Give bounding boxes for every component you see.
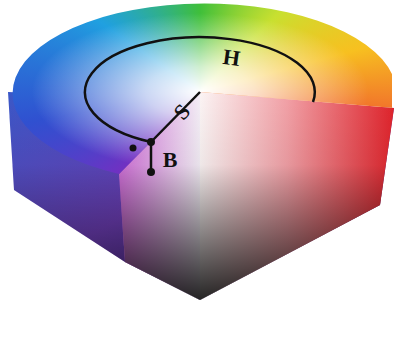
cut-face-right [200,92,394,300]
hue-disc [8,2,392,182]
axis-dot [147,168,155,176]
brightness-label: B [163,149,178,171]
axis-dot [130,145,137,152]
brightness-axis [150,142,153,172]
axis-dot [147,138,155,146]
hue-circle [85,37,315,142]
cut-face-right-shade [200,92,394,300]
hue-label: H [222,46,242,70]
saturation-axis [151,92,200,142]
